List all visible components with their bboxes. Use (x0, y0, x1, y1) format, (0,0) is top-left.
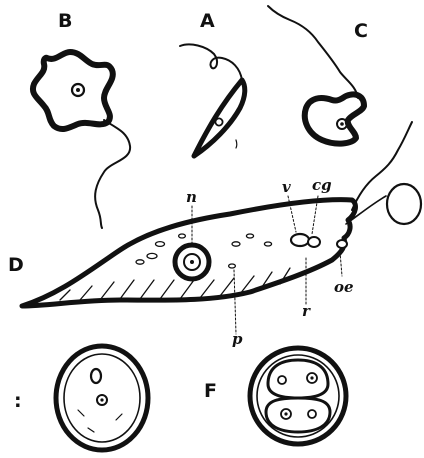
flagellum-loop (387, 184, 421, 224)
label-r: r (302, 304, 310, 319)
label-oe: oe (334, 280, 354, 295)
cyst-e (56, 346, 148, 450)
flagellum-b (95, 120, 130, 228)
label-d: D (8, 256, 24, 275)
label-v: v (282, 180, 291, 195)
flagellum-d (352, 122, 412, 210)
label-cg: cg (312, 178, 332, 193)
organism-d (22, 122, 421, 334)
label-a: A (200, 12, 215, 31)
organism-c (268, 6, 364, 144)
label-e: : (14, 392, 22, 411)
label-c: C (354, 22, 368, 41)
label-n: n (186, 190, 197, 205)
label-b: B (58, 12, 72, 31)
flagellum-a (180, 44, 242, 80)
label-f: F (204, 382, 217, 401)
label-p: p (232, 332, 243, 347)
flagellum-c (268, 6, 358, 98)
organism-a (180, 44, 245, 156)
cyst-f (250, 348, 346, 444)
organism-b (33, 52, 130, 228)
